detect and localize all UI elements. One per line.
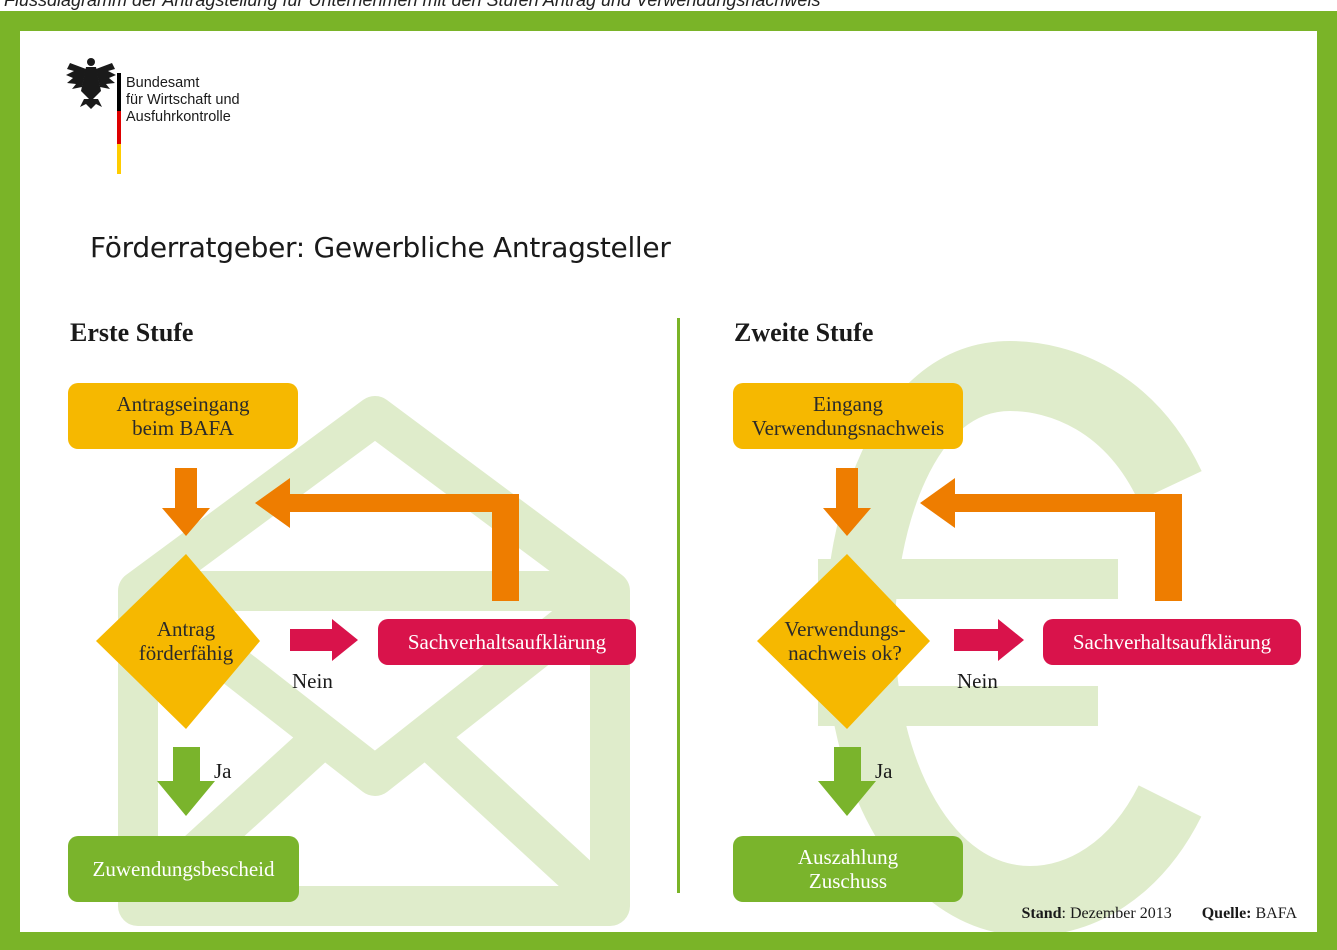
stage2-result-label: Auszahlung Zuschuss [797, 845, 899, 893]
stage2-clarification-box: Sachverhaltsaufklärung [1043, 619, 1301, 665]
stage1-start-box: Antragseingang beim BAFA [68, 383, 298, 449]
flag-bar-black [117, 73, 121, 111]
stage2-start-box: Eingang Verwendungsnachweis [733, 383, 963, 449]
green-frame: Bundesamt für Wirtschaft und Ausfuhrkont… [0, 11, 1337, 950]
flag-bar-red [117, 111, 121, 144]
agency-name-line2: für Wirtschaft und [126, 92, 240, 108]
flag-bar-gold [117, 144, 121, 174]
stage-divider [677, 318, 680, 893]
stage1-loop-arrow [255, 478, 519, 601]
stage2-result-box: Auszahlung Zuschuss [733, 836, 963, 902]
stage2-loop-arrow [920, 478, 1182, 601]
footer: Stand: Dezember 2013 Quelle: BAFA [1022, 905, 1297, 923]
stage1-start-label: Antragseingang beim BAFA [116, 392, 250, 440]
stand-label: Stand [1021, 905, 1062, 922]
stage2-decision-label: Verwendungs- nachweis ok? [755, 609, 935, 673]
agency-name-line3: Ausfuhrkontrolle [126, 109, 231, 125]
stage1-down-arrow [162, 468, 210, 536]
image-caption: Flussdiagramm der Antragstellung für Unt… [0, 0, 1337, 11]
stage1-no-label: Nein [292, 669, 333, 693]
content-panel: Bundesamt für Wirtschaft und Ausfuhrkont… [20, 31, 1317, 932]
stage2-no-arrow [954, 619, 1024, 661]
federal-eagle-icon [66, 58, 116, 109]
stage1-result-box: Zuwendungsbescheid [68, 836, 299, 902]
stage2-start-label: Eingang Verwendungsnachweis [751, 392, 945, 440]
stage2-yes-arrow [818, 747, 876, 816]
stage2-yes-label: Ja [875, 759, 893, 783]
stage2-decision-diamond [757, 554, 930, 729]
source-label: Quelle: [1201, 905, 1252, 922]
stage2-clarification-label: Sachverhaltsaufklärung [1072, 630, 1272, 654]
agency-name-line1: Bundesamt [126, 75, 200, 91]
stage1-result-label: Zuwendungsbescheid [92, 857, 275, 881]
stage1-yes-arrow [157, 747, 215, 816]
stage1-decision-diamond [96, 554, 260, 729]
stage2-decision-text: Verwendungs- nachweis ok? [784, 617, 906, 665]
stage1-decision-label: Antrag förderfähig [106, 609, 266, 673]
stage1-heading: Erste Stufe [70, 318, 194, 347]
stage2-no-label: Nein [957, 669, 998, 693]
stage1-no-arrow [290, 619, 358, 661]
stage1-decision-text: Antrag förderfähig [138, 617, 234, 665]
stage2-down-arrow [823, 468, 871, 536]
page-title: Förderratgeber: Gewerbliche Antragstelle… [90, 231, 671, 264]
agency-name: Bundesamt für Wirtschaft und Ausfuhrkont… [126, 75, 240, 126]
stage1-clarification-label: Sachverhaltsaufklärung [407, 630, 607, 654]
stand-value: : Dezember 2013 [1061, 905, 1172, 922]
source-value: BAFA [1251, 905, 1298, 922]
stage1-clarification-box: Sachverhaltsaufklärung [378, 619, 636, 665]
stage1-yes-label: Ja [214, 759, 232, 783]
diagram-graphics [66, 58, 1202, 932]
stage2-heading: Zweite Stufe [734, 318, 874, 347]
caption-text: Flussdiagramm der Antragstellung für Unt… [4, 0, 821, 10]
